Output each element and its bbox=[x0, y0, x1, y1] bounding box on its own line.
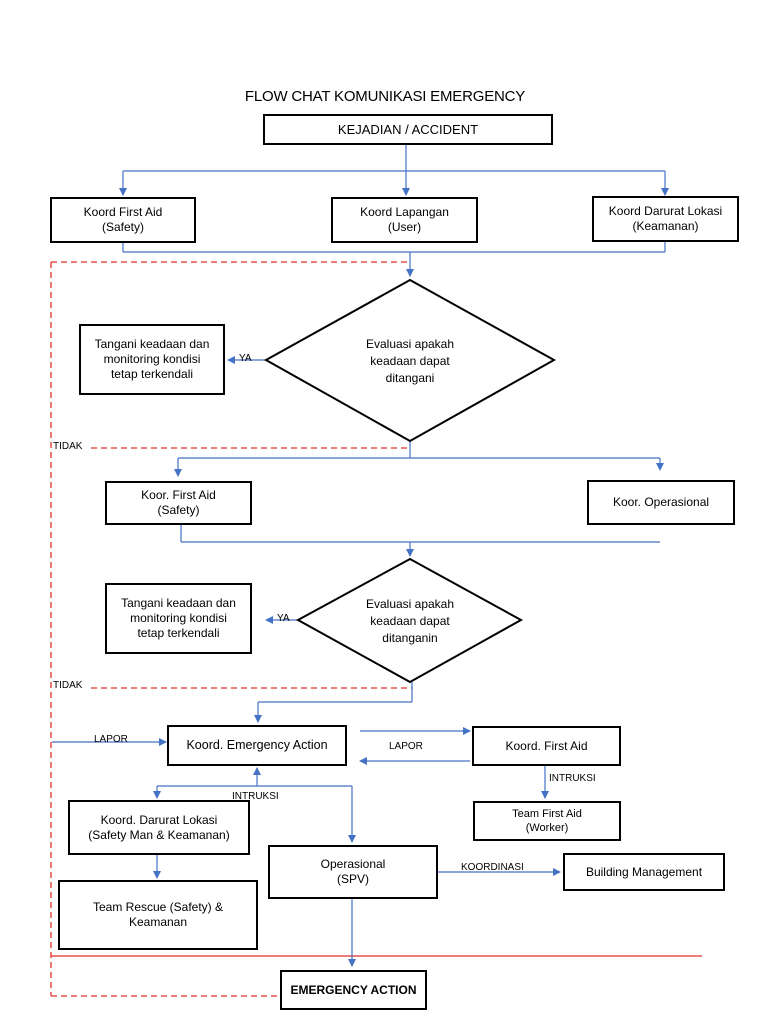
koord-darurat-lokasi-2-box: Koord. Darurat Lokasi (Safety Man & Keam… bbox=[68, 800, 250, 855]
lapor-label-right: LAPOR bbox=[389, 741, 423, 752]
feedback-lines bbox=[50, 261, 412, 997]
decision-diamond-1 bbox=[263, 278, 557, 443]
blue-connectors bbox=[52, 145, 669, 967]
kejadian-box: KEJADIAN / ACCIDENT bbox=[263, 114, 553, 145]
intruksi-label-right: INTRUKSI bbox=[549, 773, 596, 784]
tangani-box-1: Tangani keadaan dan monitoring kondisi t… bbox=[79, 324, 225, 395]
operasional-spv-box: Operasional (SPV) bbox=[268, 845, 438, 899]
evaluasi-2-text: Evaluasi apakah keadaan dapat ditanganin bbox=[365, 597, 455, 645]
intruksi-label-left: INTRUKSI bbox=[232, 791, 279, 802]
decision-diamond-2 bbox=[295, 557, 524, 684]
koord-emergency-action-box: Koord. Emergency Action bbox=[167, 725, 347, 766]
koord-first-aid-2-box: Koord. First Aid bbox=[472, 726, 621, 766]
koord-first-aid-box: Koord First Aid (Safety) bbox=[50, 197, 196, 243]
team-first-aid-box: Team First Aid (Worker) bbox=[473, 801, 621, 841]
building-management-box: Building Management bbox=[563, 853, 725, 891]
koord-lapangan-box: Koord Lapangan (User) bbox=[331, 197, 478, 243]
koordinasi-label: KOORDINASI bbox=[461, 862, 524, 873]
koor-first-aid-box: Koor. First Aid (Safety) bbox=[105, 481, 252, 525]
lapor-label-left: LAPOR bbox=[94, 734, 128, 745]
page-title: FLOW CHAT KOMUNIKASI EMERGENCY bbox=[244, 88, 526, 105]
koor-operasional-box: Koor. Operasional bbox=[587, 480, 735, 525]
tidak-label-1: TIDAK bbox=[53, 441, 83, 452]
tidak-label-2: TIDAK bbox=[53, 680, 83, 691]
team-rescue-box: Team Rescue (Safety) & Keamanan bbox=[58, 880, 258, 950]
ya-label-1: YA bbox=[239, 353, 252, 364]
koord-darurat-lokasi-box: Koord Darurat Lokasi (Keamanan) bbox=[592, 196, 739, 242]
evaluasi-1-text: Evaluasi apakah keadaan dapat ditangani bbox=[365, 337, 455, 385]
ya-label-2: YA bbox=[277, 613, 290, 624]
emergency-action-box: EMERGENCY ACTION bbox=[280, 970, 427, 1010]
tangani-box-2: Tangani keadaan dan monitoring kondisi t… bbox=[105, 583, 252, 654]
